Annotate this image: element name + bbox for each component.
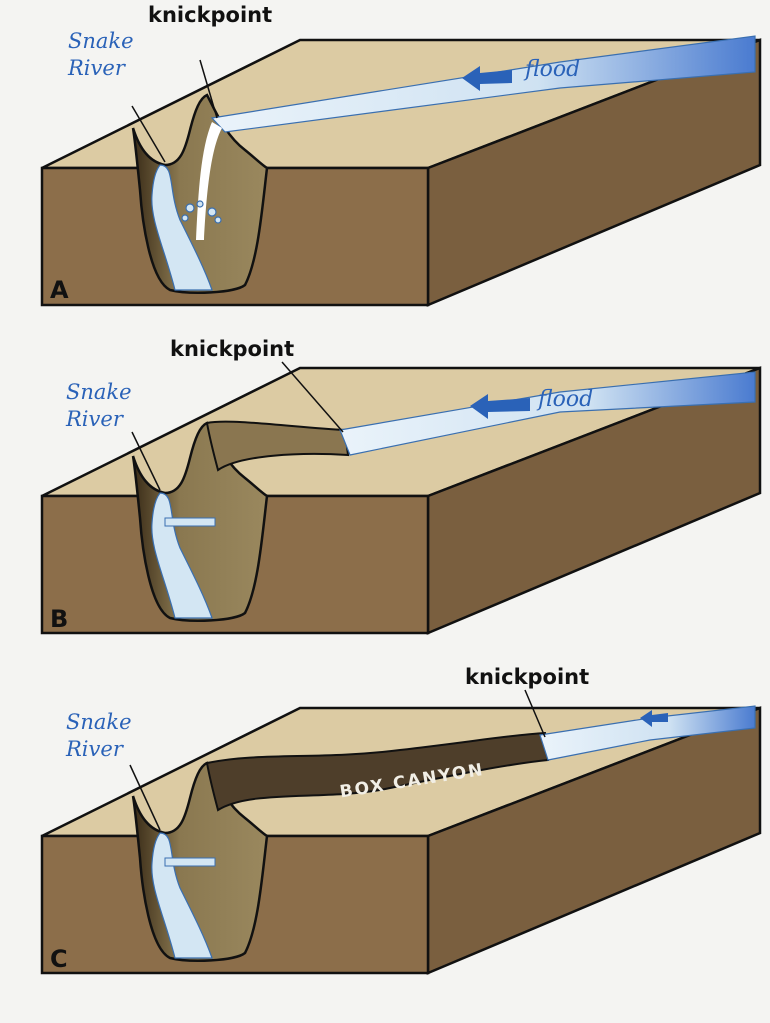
knickpoint-leader-line <box>199 59 218 119</box>
flood-label: flood <box>536 387 593 412</box>
snake-river-label-2: River <box>67 56 127 80</box>
flood-stream <box>210 35 756 133</box>
river-leader-line <box>129 764 161 831</box>
knickpoint-label: knickpoint <box>465 665 589 689</box>
river-leader-line <box>131 105 166 163</box>
side-channel <box>205 420 350 472</box>
flood-arrow-icon <box>470 394 530 419</box>
snake-river-label: Snake <box>66 380 132 404</box>
panel-letter: C <box>50 945 68 973</box>
snake-river-label: Snake <box>66 710 132 734</box>
river-leader-line <box>131 431 161 491</box>
box-canyon <box>205 731 550 812</box>
snake-river-label-2: River <box>65 407 125 431</box>
panel-c: BOX CANYON knickpoint Snake River C <box>40 665 762 975</box>
snake-river-label-2: River <box>65 737 125 761</box>
panel-letter: A <box>50 276 69 304</box>
knickpoint-label: knickpoint <box>170 337 294 361</box>
flood-stream <box>339 371 756 456</box>
flood-arrow-icon <box>462 66 512 91</box>
flood-label: flood <box>523 57 580 82</box>
waterfall <box>196 122 222 240</box>
waterfall-remnant <box>164 517 216 527</box>
panel-b: knickpoint Snake River flood B <box>40 337 762 635</box>
flood-arrow-icon <box>640 710 668 727</box>
knickpoint-leader-line <box>524 689 546 738</box>
knickpoint-leader-line <box>281 361 344 433</box>
splash-icon <box>181 200 222 224</box>
panel-a: knickpoint Snake River flood A <box>40 3 762 307</box>
knickpoint-label: knickpoint <box>148 3 272 27</box>
waterfall-remnant <box>164 857 216 867</box>
panel-letter: B <box>50 605 68 633</box>
snake-river-label: Snake <box>68 29 134 53</box>
